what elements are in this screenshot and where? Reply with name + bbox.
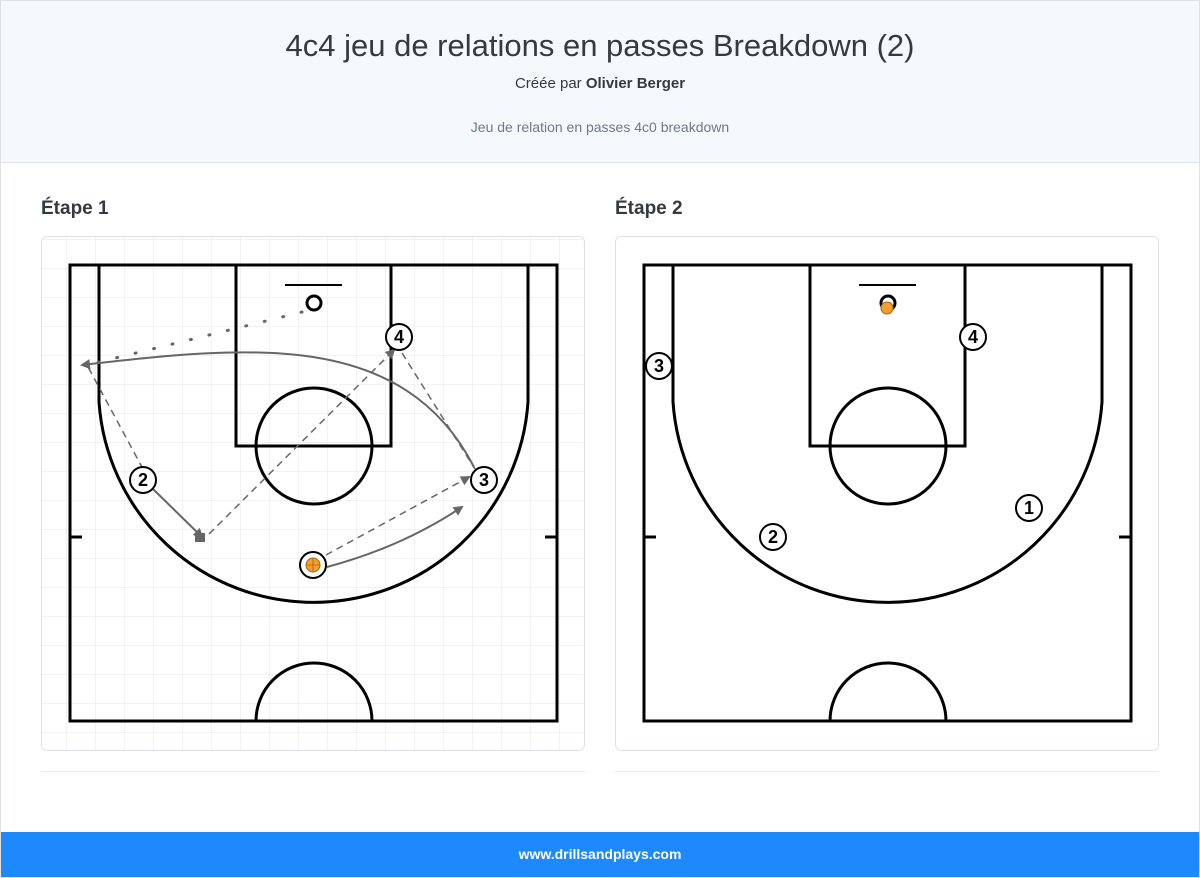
basketball-icon (880, 301, 894, 315)
pass-2-to-corner (86, 364, 144, 470)
step-2-title: Étape 2 (615, 198, 683, 219)
author-line: Créée par Olivier Berger (1, 74, 1199, 94)
step-2-diagram[interactable]: 3 4 1 2 (615, 236, 1159, 751)
step-1-title: Étape 1 (41, 198, 109, 219)
step-1-court: 4 2 3 (42, 237, 584, 750)
drill-description: Jeu de relation en passes 4c0 breakdown (470, 119, 730, 135)
player-3-cut-arrow (80, 351, 475, 468)
player-label: 3 (654, 356, 664, 376)
player-label: 2 (138, 470, 148, 490)
author-name[interactable]: Olivier Berger (585, 75, 686, 92)
screen-marker (195, 533, 205, 542)
player-4[interactable]: 4 (959, 323, 987, 351)
player-4[interactable]: 4 (385, 323, 413, 351)
player-2[interactable]: 2 (129, 466, 157, 494)
site-footer: www.drillsandplays.com (1, 832, 1199, 877)
dribble-arrow (326, 505, 464, 568)
step-1-diagram[interactable]: 4 2 3 (41, 236, 585, 751)
grid-background (42, 237, 584, 750)
footer-site-link[interactable]: www.drillsandplays.com (518, 846, 682, 862)
pass-4-to-3 (401, 352, 476, 470)
step-2-court: 3 4 1 2 (642, 263, 1133, 723)
player-2-move-arrow (152, 488, 204, 539)
step-1-divider (41, 771, 585, 772)
player-1-with-ball[interactable] (299, 551, 327, 579)
court-lines (68, 263, 559, 723)
movement-lines (80, 310, 476, 568)
player-label: 4 (394, 327, 404, 347)
player-label: 4 (968, 327, 978, 347)
player-label: 3 (479, 470, 489, 490)
player-3[interactable]: 3 (470, 466, 498, 494)
step-2-divider (615, 771, 1159, 772)
page-title: 4c4 jeu de relations en passes Breakdown… (285, 28, 915, 63)
player-label: 2 (768, 527, 778, 547)
pass-to-4 (208, 348, 396, 535)
player-3[interactable]: 3 (645, 352, 673, 380)
pass-1-to-3 (325, 476, 471, 556)
player-2[interactable]: 2 (759, 523, 787, 551)
court-lines (642, 263, 1133, 723)
author-prefix: Créée par (514, 75, 586, 92)
page-header: 4c4 jeu de relations en passes Breakdown… (1, 1, 1199, 163)
player-1[interactable]: 1 (1015, 494, 1043, 522)
player-label: 1 (1024, 498, 1034, 518)
